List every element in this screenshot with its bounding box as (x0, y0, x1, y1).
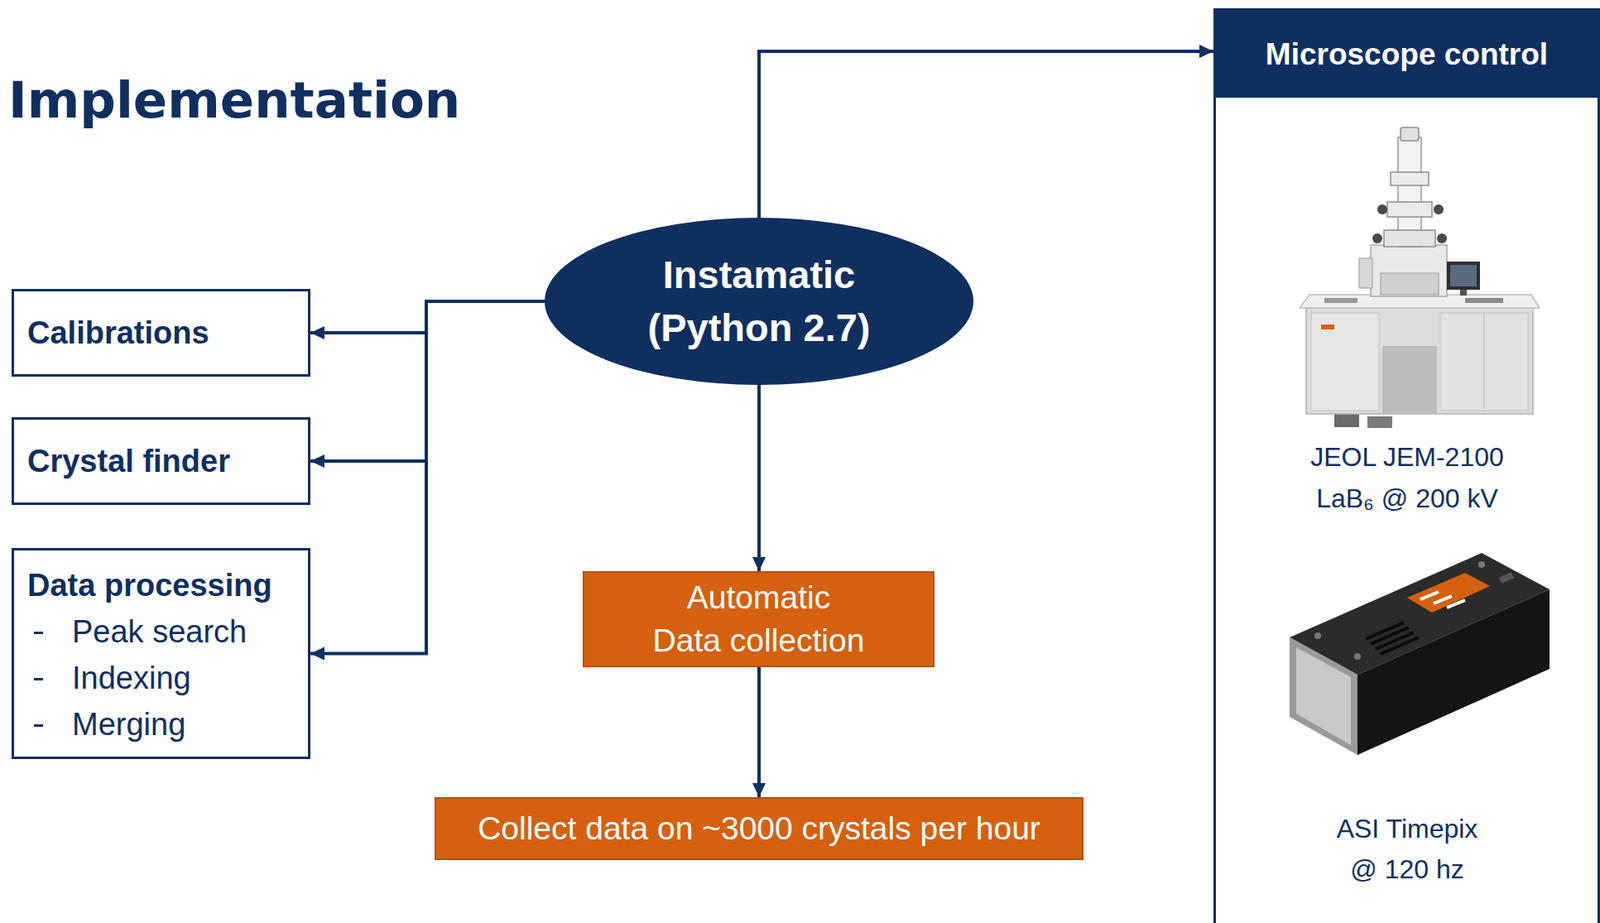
connector (310, 301, 545, 654)
list-dash (33, 724, 44, 727)
node-text: Crystal finder (27, 443, 231, 480)
module-box: Calibrations (11, 288, 311, 377)
console-cabinet (1440, 312, 1528, 411)
list-dash (33, 631, 44, 635)
console-pedestal (1311, 312, 1379, 411)
list-item: Merging (72, 706, 186, 743)
ellipse-fill (544, 217, 974, 385)
camera-screw (1478, 561, 1485, 568)
camera-screw (1354, 653, 1361, 660)
floor-foot (1367, 416, 1393, 428)
lens (1383, 230, 1436, 247)
list-heading-row: Data processing (27, 562, 295, 609)
list-item-row: Indexing (27, 654, 295, 702)
connector (757, 384, 761, 572)
monitor (1446, 261, 1480, 290)
camera-end (1289, 637, 1358, 755)
caption-label: @ 120 hz (1216, 853, 1598, 885)
camera-illustration (1289, 552, 1550, 755)
panel-title: Microscope control (1265, 37, 1548, 73)
control-panel (1324, 297, 1358, 303)
lens (1387, 201, 1432, 217)
list-item-row: Peak search (27, 608, 295, 655)
connector (757, 667, 761, 798)
node-text: Automatic Data collection (622, 576, 896, 663)
monitor-screen (1450, 264, 1477, 287)
side-unit (1359, 258, 1373, 289)
camera-logo-marks (1420, 591, 1466, 608)
microscope-illustration (1299, 127, 1540, 428)
connector (759, 51, 1214, 218)
caption-label: LaB₆ @ 200 kV (1216, 482, 1598, 515)
result-box: Collect data on ~3000 crystals per hour (434, 797, 1084, 861)
console-sticker (1321, 324, 1335, 330)
console-body (1306, 307, 1533, 414)
floor-foot (1334, 413, 1360, 428)
lens (1390, 172, 1429, 186)
caption-label: ASI Timepix (1216, 812, 1598, 845)
camera-side (1357, 589, 1550, 755)
node-text: Calibrations (27, 315, 210, 351)
camera-logo (1407, 572, 1490, 613)
node-text: Instamatic (Python 2.7) (610, 248, 909, 355)
core-ellipse: Instamatic (Python 2.7) (544, 217, 974, 385)
list-item: Peak search (72, 614, 247, 650)
monitor-stand (1460, 289, 1467, 296)
column-knob (1377, 204, 1388, 215)
column-cap (1400, 127, 1419, 141)
list-heading: Data processing (27, 567, 273, 604)
list-item-row: Merging (27, 701, 295, 748)
camera-screw (1314, 632, 1322, 640)
camera-connector (1499, 571, 1514, 584)
panel-header: Microscope control (1215, 10, 1598, 98)
list-item: Indexing (72, 660, 192, 697)
column-knob (1372, 233, 1383, 244)
caption-label: JEOL JEM-2100 (1216, 441, 1598, 473)
module-box: Data processingPeak searchIndexingMergin… (11, 547, 311, 760)
column-knob (1433, 204, 1444, 215)
ellipse-shape (544, 217, 974, 385)
console-recess (1382, 345, 1437, 414)
node-text: Collect data on ~3000 crystals per hour (477, 807, 1041, 851)
camera-vents (1365, 622, 1419, 654)
column-knob (1436, 233, 1447, 244)
keyboard (1465, 297, 1504, 303)
camera-end-plate (1296, 647, 1351, 745)
column-base (1370, 245, 1447, 297)
module-box: Crystal finder (11, 417, 311, 505)
viewing-chamber (1380, 273, 1439, 295)
process-box: Automatic Data collection (582, 571, 935, 668)
list-dash (33, 677, 44, 681)
title: Implementation (8, 74, 461, 125)
cabinet-seam (1483, 314, 1485, 409)
